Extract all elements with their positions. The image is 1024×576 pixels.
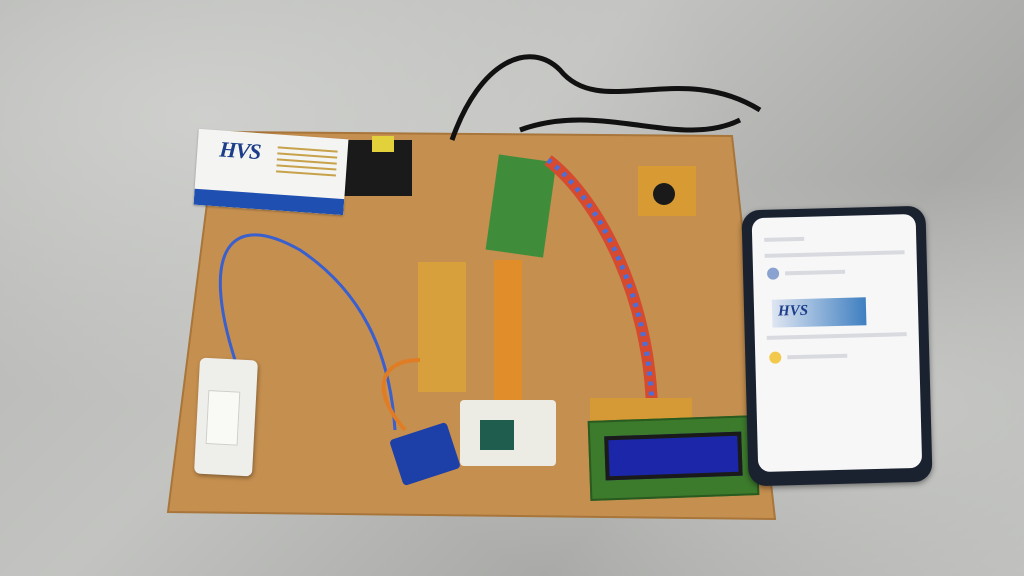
banner-logo: HVS <box>777 302 809 320</box>
contact-avatar-icon <box>766 267 780 280</box>
lcd-screen <box>604 431 743 481</box>
camera-mount <box>460 400 556 466</box>
phone-status-row <box>764 236 805 242</box>
message-image: HVS <box>771 297 867 328</box>
camera-module <box>480 420 514 450</box>
wall-switch <box>194 357 258 477</box>
phone-text-row <box>764 250 905 258</box>
card-text-lines <box>275 146 338 180</box>
user-avatar-icon <box>769 351 782 364</box>
phone-screen: HVS <box>751 213 923 473</box>
reply-row <box>787 353 848 360</box>
switch-rocker <box>205 390 241 446</box>
message-row <box>785 269 846 276</box>
attachment-row <box>766 332 907 340</box>
lcd-display <box>587 415 760 501</box>
smartphone: HVS <box>741 205 933 487</box>
card-logo: HVS <box>218 136 262 165</box>
business-card: HVS <box>193 128 349 216</box>
